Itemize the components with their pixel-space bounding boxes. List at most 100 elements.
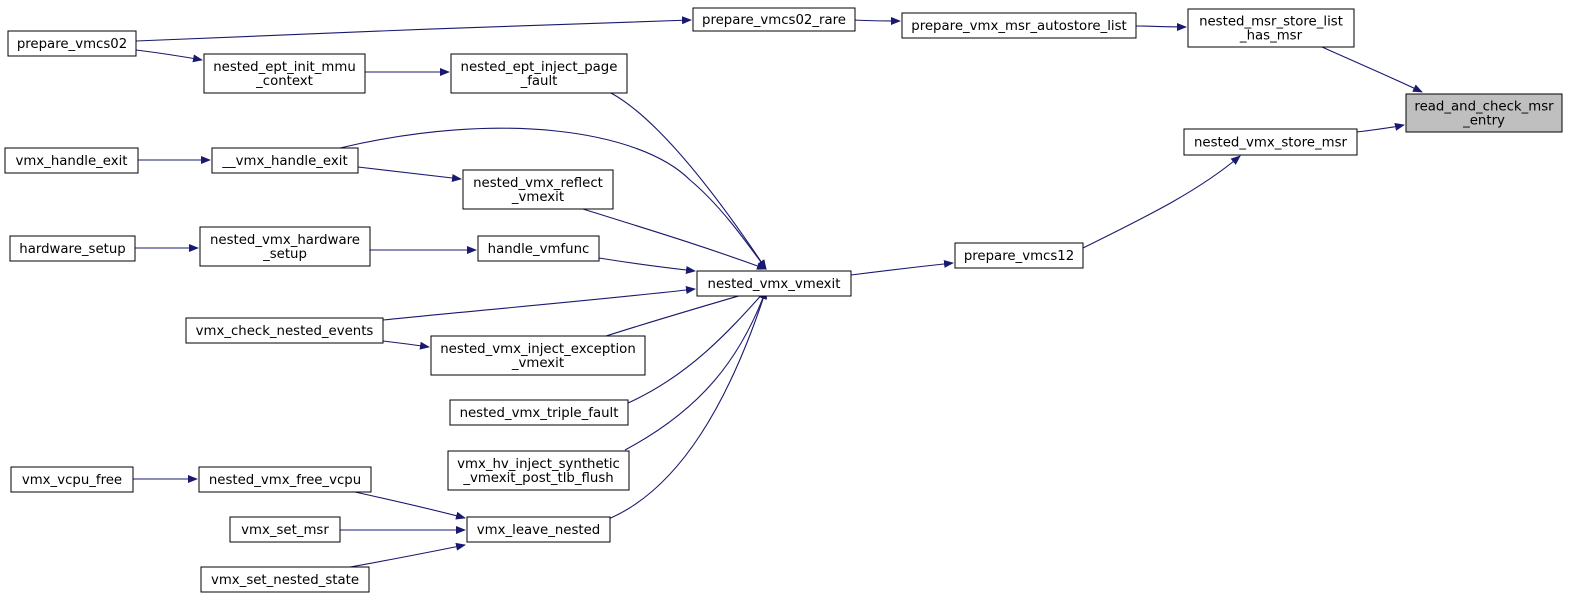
edge-prepare_vmx_msr_autostore_list-to-nested_msr_store_list_has_msr — [1135, 22, 1187, 31]
node-label: nested_vmx_hardware — [210, 233, 360, 248]
node-box — [1187, 8, 1355, 48]
node-vmx_set_msr[interactable]: vmx_set_msr — [229, 516, 341, 543]
node-label: prepare_vmx_msr_autostore_list — [911, 19, 1126, 34]
node-label: prepare_vmcs12 — [964, 249, 1074, 264]
node-label: nested_vmx_store_msr — [1194, 136, 1348, 151]
edge-prepare_vmcs02_rare-to-prepare_vmx_msr_autostore_list — [854, 16, 901, 25]
edge-arrow — [1321, 46, 1423, 93]
node-nested_vmx_store_msr[interactable]: nested_vmx_store_msr — [1183, 128, 1358, 156]
edge-handle_vmfunc-to-nested_vmx_vmexit — [598, 257, 696, 274]
node-vmx_vcpu_free[interactable]: vmx_vcpu_free — [10, 466, 134, 493]
node-vmx_hv_inject_synthetic_vmexit_post_tlb_flush[interactable]: vmx_hv_inject_synthetic_vmexit_post_tlb_… — [447, 450, 630, 491]
edge-arrow — [627, 289, 767, 404]
node-vmx_set_nested_state[interactable]: vmx_set_nested_state — [200, 566, 370, 593]
node-label: nested_vmx_free_vcpu — [209, 473, 361, 488]
node-label: nested_ept_inject_page — [461, 60, 618, 75]
node-label: _context — [255, 74, 313, 89]
node-box — [954, 242, 1084, 269]
node-box — [200, 566, 370, 593]
node-label: vmx_leave_nested — [477, 523, 600, 538]
node-nested_ept_inject_page_fault[interactable]: nested_ept_inject_page_fault — [450, 53, 628, 94]
node-nested_vmx_triple_fault[interactable]: nested_vmx_triple_fault — [449, 399, 629, 426]
node-handle_vmfunc[interactable]: handle_vmfunc — [477, 235, 600, 262]
edge-arrow — [354, 491, 466, 520]
node-box — [10, 466, 134, 493]
edge-arrow — [382, 340, 430, 350]
node-label: nested_vmx_triple_fault — [460, 406, 619, 421]
node-vmx_leave_nested[interactable]: vmx_leave_nested — [466, 516, 611, 543]
edge-nested_vmx_vmexit-to-prepare_vmcs12 — [850, 259, 954, 276]
node-box — [901, 12, 1137, 39]
node-label: nested_vmx_inject_exception — [440, 342, 636, 357]
node-hardware_setup[interactable]: hardware_setup — [9, 235, 136, 262]
node-nested_vmx_inject_exception_vmexit[interactable]: nested_vmx_inject_exception_vmexit — [430, 335, 646, 376]
edge-arrow — [339, 127, 767, 270]
edge-vmx_hv_inject_synthetic_vmexit_post_tlb_flush-to-nested_vmx_vmexit — [624, 289, 767, 451]
node-label: nested_ept_init_mmu — [213, 60, 356, 75]
node-label: vmx_check_nested_events — [196, 324, 374, 339]
node-box — [447, 450, 630, 491]
node-label: hardware_setup — [19, 242, 125, 257]
node-label: prepare_vmcs02_rare — [702, 13, 846, 28]
node-box — [462, 169, 614, 210]
edge-arrow — [582, 208, 767, 270]
node-label: _vmexit — [511, 190, 564, 205]
node-box — [9, 235, 136, 262]
edge-prepare_vmcs02-to-prepare_vmcs02_rare — [135, 16, 692, 42]
node-box — [4, 147, 139, 174]
node-label: vmx_handle_exit — [15, 154, 127, 169]
nodes-layer: read_and_check_msr_entry nested_msr_store… — [4, 7, 1563, 593]
node-label: _vmexit — [511, 356, 564, 371]
node-prepare_vmcs02_rare[interactable]: prepare_vmcs02_rare — [692, 7, 856, 32]
node-prepare_vmcs02[interactable]: prepare_vmcs02 — [7, 30, 137, 57]
edge-nested_ept_inject_page_fault-to-nested_vmx_vmexit — [610, 92, 767, 270]
node-box — [692, 7, 856, 32]
node-nested_msr_store_list_has_msr[interactable]: nested_msr_store_list_has_msr — [1187, 8, 1355, 48]
node-read_and_check_msr_entry[interactable]: read_and_check_msr_entry — [1405, 93, 1563, 133]
node-label: prepare_vmcs02 — [17, 37, 127, 52]
edge-arrow — [1135, 22, 1187, 31]
edge-arrow — [598, 257, 696, 274]
node-label: vmx_set_msr — [241, 523, 329, 538]
edge-arrow — [854, 16, 901, 25]
edge-vmx_leave_nested-to-nested_vmx_vmexit — [605, 289, 768, 521]
edge-arrow — [349, 542, 466, 568]
node-box — [1405, 93, 1563, 133]
edge-nested_vmx_free_vcpu-to-vmx_leave_nested — [354, 491, 466, 520]
node-nested_vmx_vmexit[interactable]: nested_vmx_vmexit — [696, 270, 852, 297]
edge-__vmx_handle_exit-to-nested_vmx_vmexit — [339, 127, 767, 270]
edge-arrow — [382, 286, 696, 321]
edge-arrow — [357, 166, 462, 182]
node-box — [211, 147, 359, 174]
edge-prepare_vmcs02-to-nested_ept_init_mmu_context — [135, 49, 203, 63]
edge-arrow — [135, 49, 203, 63]
node-nested_vmx_reflect_vmexit[interactable]: nested_vmx_reflect_vmexit — [462, 169, 614, 210]
edge-arrow — [610, 92, 767, 270]
edge-vmx_check_nested_events-to-nested_vmx_vmexit — [382, 286, 696, 321]
node-vmx_check_nested_events[interactable]: vmx_check_nested_events — [185, 317, 384, 344]
node-box — [7, 30, 137, 57]
edge-arrow — [605, 289, 768, 521]
edge-nested_vmx_reflect_vmexit-to-nested_vmx_vmexit — [582, 208, 767, 270]
edge-arrow — [1082, 155, 1241, 249]
node-label: _vmexit_post_tlb_flush — [462, 471, 613, 486]
node-label: nested_msr_store_list — [1199, 15, 1343, 30]
node-box — [696, 270, 852, 297]
edge-prepare_vmcs12-to-nested_vmx_store_msr — [1082, 155, 1241, 249]
node-box — [449, 399, 629, 426]
node-label: nested_vmx_reflect — [473, 176, 603, 191]
node-box — [199, 226, 371, 267]
node-__vmx_handle_exit[interactable]: __vmx_handle_exit — [211, 147, 359, 174]
node-label: _entry — [1462, 114, 1505, 129]
node-nested_vmx_free_vcpu[interactable]: nested_vmx_free_vcpu — [198, 466, 372, 493]
edge-__vmx_handle_exit-to-nested_vmx_reflect_vmexit — [357, 166, 462, 182]
edge-vmx_check_nested_events-to-nested_vmx_inject_exception_vmexit — [382, 340, 430, 350]
node-label: _fault — [520, 74, 558, 89]
node-box — [185, 317, 384, 344]
node-prepare_vmcs12[interactable]: prepare_vmcs12 — [954, 242, 1084, 269]
node-nested_ept_init_mmu_context[interactable]: nested_ept_init_mmu_context — [203, 53, 366, 94]
node-nested_vmx_hardware_setup[interactable]: nested_vmx_hardware_setup — [199, 226, 371, 267]
node-prepare_vmx_msr_autostore_list[interactable]: prepare_vmx_msr_autostore_list — [901, 12, 1137, 39]
node-vmx_handle_exit[interactable]: vmx_handle_exit — [4, 147, 139, 174]
